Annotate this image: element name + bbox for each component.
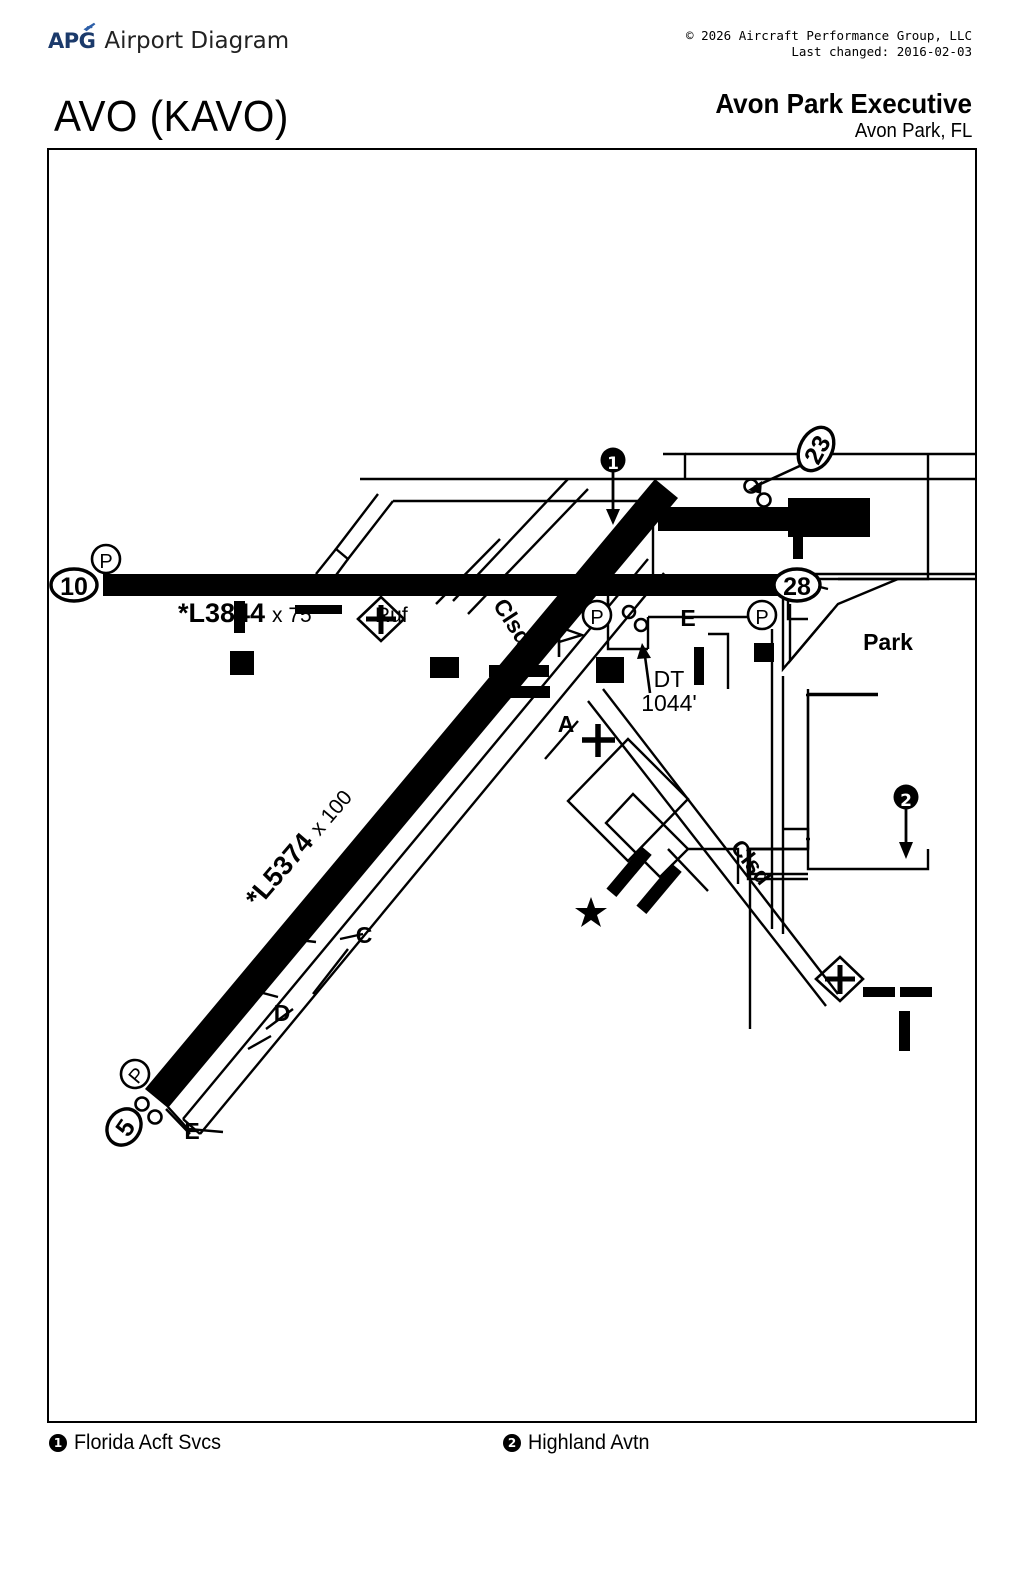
runway-end-5: 5: [105, 1107, 143, 1147]
parking-p-center: P: [581, 599, 613, 631]
legend-item-2: 2 Highland Avtn: [503, 1431, 657, 1455]
apg-header-title: Airport Diagram: [104, 28, 290, 54]
building-e-slab: [694, 647, 704, 685]
callout-2: 2: [893, 784, 919, 859]
taxiway-label-e-east: E: [680, 605, 695, 631]
windsock-icon: [557, 625, 586, 657]
closed-runway-northwest: [452, 478, 589, 615]
reil-icon: [134, 1096, 163, 1125]
label-dt: DT: [654, 666, 685, 692]
closed-runway-extra-segments: [435, 538, 709, 892]
runway-10-28-surface: [103, 574, 778, 596]
beacon-icon: [814, 955, 865, 1003]
callout-1-label: 1: [607, 454, 619, 474]
copyright-block: © 2026 Aircraft Performance Group, LLC L…: [686, 28, 972, 60]
runway-end-10-label: 10: [60, 573, 88, 601]
runway-end-23: 23: [748, 425, 837, 494]
legend-label-1: Florida Acft Svcs: [74, 1431, 222, 1454]
center-apron: [566, 737, 740, 884]
runway-10-28-surface-label: *L3844: [178, 598, 265, 628]
building-se-bar-1: [863, 987, 895, 997]
airport-identifier: AVO (KAVO): [54, 92, 289, 141]
airport-name: Avon Park Executive: [715, 88, 972, 119]
taxiway-label-c: C: [356, 922, 373, 948]
building-ramp-3: [484, 686, 550, 698]
star-icon: [575, 897, 607, 927]
label-park: Park: [863, 629, 913, 655]
southeast-ramp: [746, 689, 878, 1029]
parallel-taxiway-outline: [182, 558, 665, 1135]
callout-1: 1: [600, 447, 626, 525]
reil-icon: [743, 478, 772, 508]
label-clsd-southeast: Clsd: [726, 834, 777, 889]
building-terminal-west: [658, 507, 794, 531]
taxiway-label-d: D: [274, 1000, 291, 1026]
building-nw-bar: [295, 605, 342, 614]
parking-p-west-label: P: [99, 551, 112, 573]
building-se-bar-2: [900, 987, 932, 997]
runway-end-28: 28: [772, 567, 822, 603]
building-ramp-1: [430, 657, 459, 678]
building-ramp-2: [489, 665, 549, 677]
legend-number-2: 2: [503, 1434, 521, 1452]
apg-brand-mark: APG: [48, 22, 96, 53]
runway-10-28-label-group: *L3844 x 75: [178, 598, 312, 628]
building-center-2: [636, 863, 682, 914]
taxiway-label-a: A: [558, 711, 575, 737]
runway-end-28-label: 28: [783, 573, 811, 601]
callout-2-label: 2: [900, 791, 912, 811]
parking-p-center-label: P: [590, 607, 603, 629]
label-dt-distance: 1044': [641, 690, 697, 716]
taxiway-hooks: [167, 937, 317, 1134]
runway-end-10: 10: [49, 567, 99, 603]
airport-diagram-canvas[interactable]: 10 28 23 5 P P P P: [47, 148, 977, 1423]
copyright-line: © 2026 Aircraft Performance Group, LLC: [686, 28, 972, 43]
building-east-slab: [793, 507, 803, 559]
beacon-icon: [582, 724, 615, 757]
reil-icon: [621, 604, 649, 633]
apg-brand-text: APG: [48, 29, 96, 53]
building-e-box: [754, 643, 774, 662]
last-changed-line: Last changed: 2016-02-03: [791, 44, 972, 59]
taxiway-connectors: [165, 589, 610, 1135]
parking-p-west: P: [90, 543, 122, 575]
building-ramp-fbo1: [596, 657, 624, 683]
runway-05-23-surface: [145, 479, 678, 1108]
page-header: APG Airport Diagram © 2026 Aircraft Perf…: [0, 0, 1024, 80]
displaced-threshold-marker: DT 1044': [637, 643, 697, 716]
apg-logo: APG Airport Diagram: [48, 22, 290, 54]
runway-10-28-width-label: x 75: [272, 604, 312, 627]
label-ruf: Ruf: [375, 604, 408, 627]
building-nw-box: [230, 651, 254, 675]
airplane-icon: [83, 22, 96, 32]
parking-p-southwest: P: [119, 1058, 151, 1090]
parking-p-east-label: P: [755, 607, 768, 629]
beacon-icon: [356, 595, 406, 643]
runway-05-23-width-label: x 100: [306, 786, 357, 840]
parking-p-east: P: [746, 599, 778, 631]
legend-label-2: Highland Avtn: [528, 1431, 650, 1454]
diagram-drawing: 10 28 23 5 P P P P: [49, 425, 975, 1147]
buildings: [230, 498, 932, 1051]
closed-runway-southeast: [587, 688, 839, 1007]
fbo-legend: 1 Florida Acft Svcs 2 Highland Avtn: [47, 1428, 977, 1468]
airport-city-state: Avon Park, FL: [854, 120, 972, 142]
building-se-slab: [899, 1011, 910, 1051]
building-center-1: [606, 846, 652, 897]
building-nw-slab: [234, 601, 245, 633]
taxiway-label-e-southwest: E: [184, 1118, 199, 1144]
legend-number-1: 1: [49, 1434, 67, 1452]
legend-item-1: 1 Florida Acft Svcs: [49, 1431, 230, 1455]
